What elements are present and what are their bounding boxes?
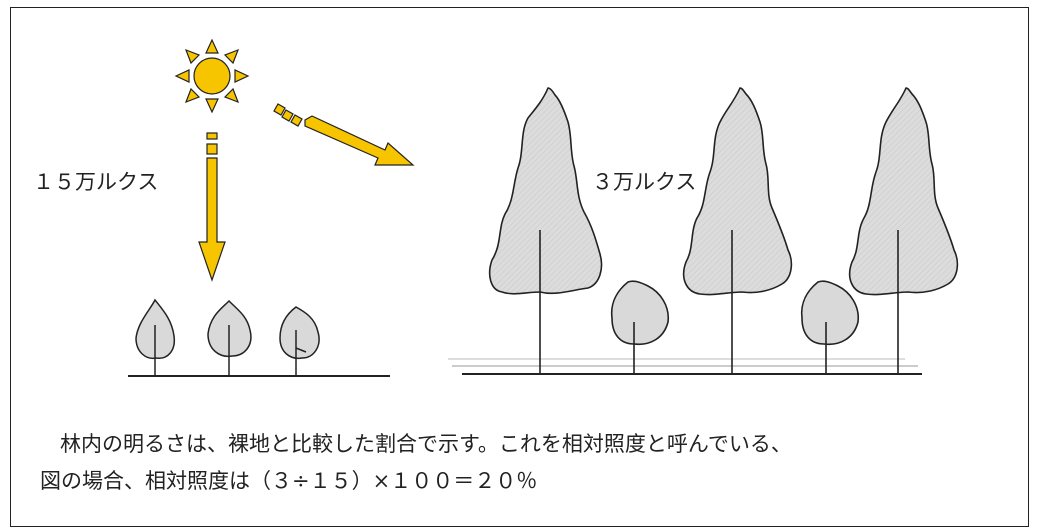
description-line-2: 図の場合、相対照度は（３÷１５）×１００＝２０％ xyxy=(40,469,538,493)
understory-tree xyxy=(800,280,860,374)
tall-tree xyxy=(848,87,959,374)
tall-tree xyxy=(488,87,603,374)
tall-tree xyxy=(682,87,793,374)
forest-lux-label: ３万ルクス xyxy=(592,170,697,194)
arrow-down-icon xyxy=(198,132,226,282)
arrow-diagonal-icon xyxy=(273,103,415,166)
diagram-frame xyxy=(10,7,1029,527)
description-line-1: 林内の明るさは、裸地と比較した割合で示す。これを相対照度と呼んでいる、 xyxy=(60,432,792,456)
understory-tree xyxy=(610,280,670,374)
sapling xyxy=(135,298,176,376)
sapling xyxy=(207,299,252,376)
sapling xyxy=(279,306,320,376)
sun-icon xyxy=(174,38,250,114)
open-ground-lux-label: １５万ルクス xyxy=(33,170,159,194)
